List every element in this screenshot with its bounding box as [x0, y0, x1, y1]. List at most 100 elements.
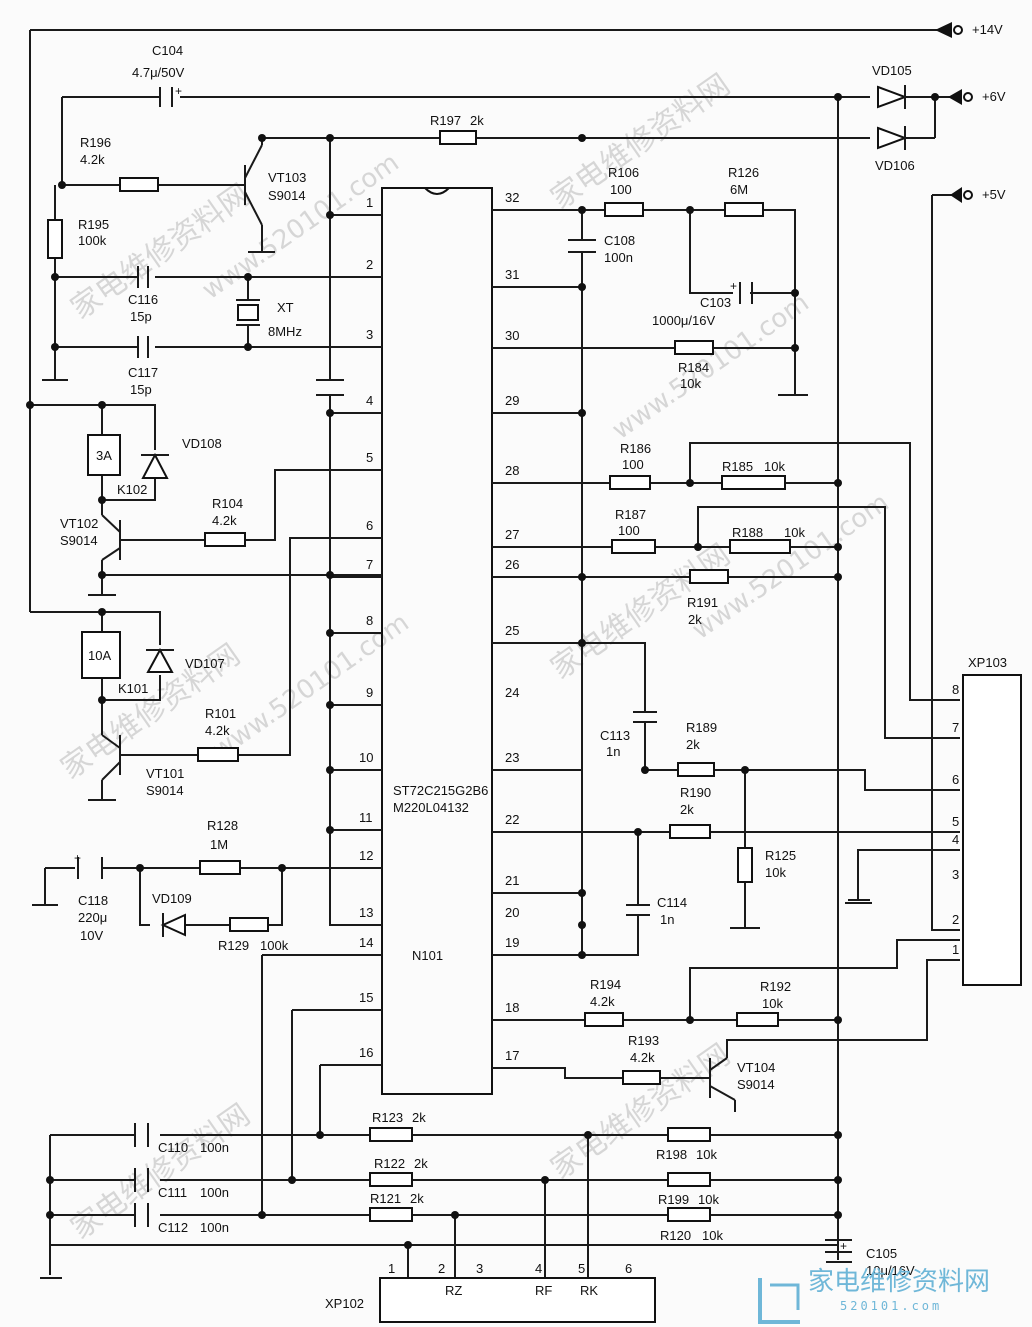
- ic-pin-left: 6: [366, 518, 373, 533]
- label-r192: R192: [760, 979, 791, 994]
- junction-dot: [51, 273, 59, 281]
- ic-pin-left: 11: [359, 810, 373, 825]
- label-c114-val: 1n: [660, 912, 674, 927]
- label-r193-val: 4.2k: [630, 1050, 655, 1065]
- junction-dot: [326, 409, 334, 417]
- xp103-pin: 4: [952, 832, 959, 847]
- crystal-freq: 8MHz: [268, 324, 302, 339]
- ic-pin-left: 12: [359, 848, 373, 863]
- label-r101: R101: [205, 706, 236, 721]
- label-r196: R196: [80, 135, 111, 150]
- label-vt103-type: S9014: [268, 188, 306, 203]
- rail-5v: +5V: [982, 187, 1006, 202]
- ic-pin-right: 22: [505, 812, 519, 827]
- ic-pin-right: 20: [505, 905, 519, 920]
- junction-dot: [136, 864, 144, 872]
- junction-dot: [578, 206, 586, 214]
- label-c118: C118: [78, 893, 108, 908]
- xp103-ref: XP103: [968, 655, 1007, 670]
- ic-pin-right: 24: [505, 685, 519, 700]
- brand-name: 家电维修资料网: [808, 1267, 990, 1297]
- ic-part-number: ST72C215G2B6: [393, 783, 488, 798]
- ic-pin-left: 16: [359, 1045, 373, 1060]
- junction-dot: [834, 543, 842, 551]
- junction-dot: [834, 1211, 842, 1219]
- junction-dot: [26, 401, 34, 409]
- label-c118-val: 220μ: [78, 910, 107, 925]
- label-vt101: VT101: [146, 766, 184, 781]
- junction-dot: [326, 826, 334, 834]
- junction-dot: [258, 1211, 266, 1219]
- label-r129: R129: [218, 938, 249, 953]
- label-r106: R106: [608, 165, 639, 180]
- label-c104: C104: [152, 43, 183, 58]
- junction-dot: [98, 696, 106, 704]
- ic-pin-right: 19: [505, 935, 519, 950]
- label-c105-val: 10μ/16V: [866, 1263, 915, 1278]
- junction-dot: [451, 1211, 459, 1219]
- label-vt102-type: S9014: [60, 533, 98, 548]
- xp102-ref: XP102: [325, 1296, 364, 1311]
- junction-dot: [541, 1176, 549, 1184]
- label-r125-val: 10k: [765, 865, 786, 880]
- xp103-pin: 1: [952, 942, 959, 957]
- label-r194: R194: [590, 977, 621, 992]
- connector-xp102: XP102 1 2 3 4 5 6 RZ RF RK: [325, 1261, 656, 1323]
- label-r188: R188: [732, 525, 763, 540]
- junction-dot: [51, 343, 59, 351]
- label-vd109: VD109: [152, 891, 192, 906]
- label-r184-val: 10k: [680, 376, 701, 391]
- ic-pin-right: 27: [505, 527, 519, 542]
- diode-symbols: [141, 85, 908, 937]
- label-r197: R197: [430, 113, 461, 128]
- junction-dot: [834, 93, 842, 101]
- label-c111: C111: [158, 1185, 187, 1200]
- label-c103: C103: [700, 295, 731, 310]
- junction-dot: [834, 573, 842, 581]
- resistor-bodies: [47, 130, 791, 1222]
- label-c110: C110: [158, 1140, 188, 1155]
- label-r129-val: 100k: [260, 938, 289, 953]
- crystal-xt: XT 8MHz: [236, 299, 302, 339]
- watermark-text: 家电维修资料网: [65, 177, 257, 326]
- label-c116: C116: [128, 292, 158, 307]
- watermark-url: www.520101.com: [607, 288, 815, 446]
- junction-dot: [326, 211, 334, 219]
- label-vd108: VD108: [182, 436, 222, 451]
- label-vt101-type: S9014: [146, 783, 184, 798]
- ic-ref: N101: [412, 948, 443, 963]
- label-r199-val: 10k: [698, 1192, 719, 1207]
- xp102-pin: 2: [438, 1261, 445, 1276]
- label-r122: R122: [374, 1156, 405, 1171]
- ic-pin-left: 3: [366, 327, 373, 342]
- label-vt104: VT104: [737, 1060, 775, 1075]
- junction-dot: [244, 273, 252, 281]
- label-r126: R126: [728, 165, 759, 180]
- ic-pin-right: 25: [505, 623, 519, 638]
- label-c114: C114: [657, 895, 687, 910]
- junction-dot: [686, 1016, 694, 1024]
- junction-dot: [326, 571, 334, 579]
- junction-dot: [834, 1131, 842, 1139]
- label-r120-val: 10k: [702, 1228, 723, 1243]
- label-vd105: VD105: [872, 63, 912, 78]
- label-r187: R187: [615, 507, 646, 522]
- label-r195: R195: [78, 217, 109, 232]
- xp102-pin: 4: [535, 1261, 542, 1276]
- label-r191: R191: [687, 595, 718, 610]
- ic-pin-left: 7: [366, 557, 373, 572]
- ic-pin-left: 15: [359, 990, 373, 1005]
- label-r189: R189: [686, 720, 717, 735]
- junction-dot: [578, 283, 586, 291]
- label-c116-val: 15p: [130, 309, 152, 324]
- label-c112: C112: [158, 1220, 188, 1235]
- label-r104-val: 4.2k: [212, 513, 237, 528]
- ic-pin-left: 14: [359, 935, 373, 950]
- rail-14v: +14V: [972, 22, 1003, 37]
- junction-dot: [834, 479, 842, 487]
- junction-dot: [578, 409, 586, 417]
- label-r198: R198: [656, 1147, 687, 1162]
- label-r187-val: 100: [618, 523, 640, 538]
